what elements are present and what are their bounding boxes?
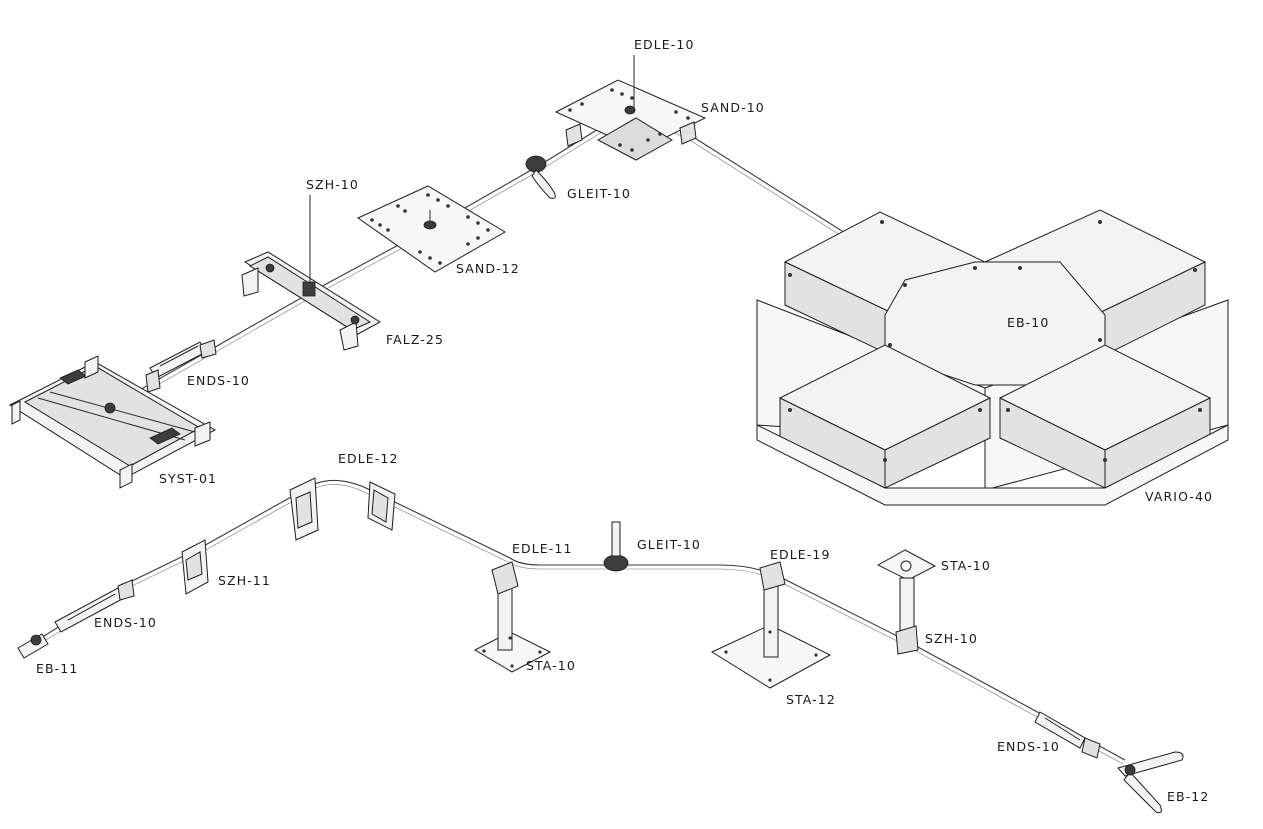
label-gleit-10-top: GLEIT-10 — [567, 186, 631, 201]
label-gleit-10-bottom: GLEIT-10 — [637, 537, 701, 552]
gleit-10-upper-glider — [525, 155, 556, 199]
falz-25-clamp — [241, 251, 381, 351]
edle-12-corner — [289, 477, 396, 541]
ends-10-upper-tensioner — [145, 339, 217, 393]
sta-12-post — [710, 561, 832, 689]
label-sta-12: STA-12 — [786, 692, 836, 707]
label-falz-25: FALZ-25 — [386, 332, 444, 347]
label-ends-10-left: ENDS-10 — [94, 615, 157, 630]
label-ends-10-top: ENDS-10 — [187, 373, 250, 388]
vario-40-base — [756, 209, 1229, 506]
label-eb-11: EB-11 — [36, 661, 78, 676]
label-edle-11: EDLE-11 — [512, 541, 573, 556]
sand-12-plate — [356, 185, 506, 273]
eb-11-end-anchor — [17, 633, 49, 659]
label-vario-40: VARIO-40 — [1145, 489, 1213, 504]
label-szh-10-top: SZH-10 — [306, 177, 359, 192]
label-sand-12: SAND-12 — [456, 261, 520, 276]
label-szh-10-bottom: SZH-10 — [925, 631, 978, 646]
label-syst-01: SYST-01 — [159, 471, 217, 486]
label-edle-19: EDLE-19 — [770, 547, 831, 562]
sand-10-plate — [554, 79, 707, 161]
szh-11-bracket — [181, 539, 209, 595]
label-eb-10: EB-10 — [1007, 315, 1049, 330]
ends-10-left-tensioner — [54, 579, 135, 633]
sta-10-right-post — [876, 549, 937, 655]
label-eb-12: EB-12 — [1167, 789, 1209, 804]
label-edle-10: EDLE-10 — [634, 37, 695, 52]
label-edle-12: EDLE-12 — [338, 451, 399, 466]
lower-cable — [24, 479, 1126, 765]
ends-10-right-tensioner — [1034, 711, 1101, 759]
label-sta-10-right: STA-10 — [941, 558, 991, 573]
label-szh-11: SZH-11 — [218, 573, 271, 588]
sta-10-left-post — [473, 561, 552, 673]
eb-12-end-anchor — [1117, 751, 1184, 814]
label-ends-10-right: ENDS-10 — [997, 739, 1060, 754]
syst-01-rail — [8, 355, 217, 489]
label-sta-10-left: STA-10 — [526, 658, 576, 673]
label-sand-10: SAND-10 — [701, 100, 765, 115]
gleit-10-lower-glider — [603, 521, 629, 572]
